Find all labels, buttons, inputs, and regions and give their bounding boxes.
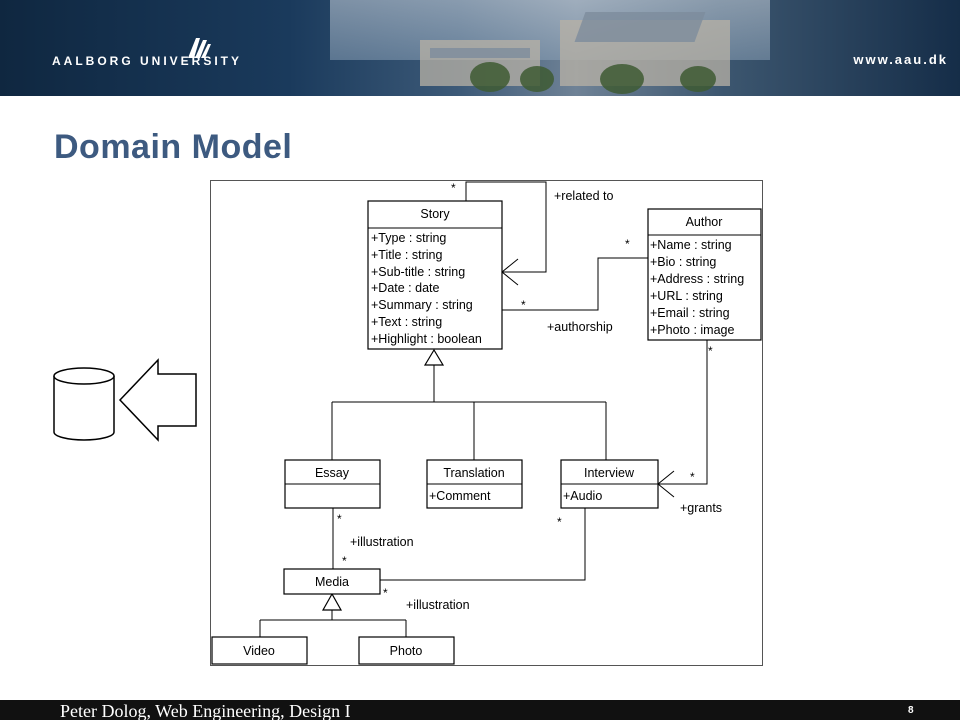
slide-title: Domain Model bbox=[54, 128, 293, 166]
building-windows bbox=[430, 48, 530, 58]
footer-text: Peter Dolog, Web Engineering, Design I bbox=[60, 701, 351, 721]
university-url: www.aau.dk bbox=[853, 52, 948, 67]
label-grants: +grants bbox=[680, 501, 722, 515]
class-interview: Interview +Audio bbox=[560, 459, 659, 509]
label-related-to: +related to bbox=[554, 189, 613, 203]
author-attribute: +Name : string bbox=[650, 238, 732, 252]
author-attribute: +Address : string bbox=[650, 272, 744, 286]
multiplicity-authorship-author: * bbox=[625, 237, 630, 251]
label-illustration-essay: +illustration bbox=[350, 535, 414, 549]
class-translation: Translation +Comment bbox=[426, 459, 523, 509]
author-attribute: +Photo : image bbox=[650, 323, 734, 337]
tree bbox=[520, 66, 554, 92]
uml-diagram-frame bbox=[210, 180, 763, 666]
multiplicity-essay: * bbox=[337, 512, 342, 526]
class-interview-name: Interview bbox=[584, 466, 635, 480]
tree bbox=[680, 66, 716, 92]
interview-attribute: +Audio bbox=[563, 489, 602, 503]
class-author-name: Author bbox=[686, 215, 723, 229]
tree bbox=[470, 62, 510, 92]
class-media: Media bbox=[283, 568, 381, 595]
multiplicity-grants-interview: * bbox=[690, 470, 695, 484]
page-number: 8 bbox=[908, 705, 914, 716]
multiplicity-related-to: * bbox=[451, 181, 456, 195]
class-media-name: Media bbox=[315, 575, 349, 589]
class-video-name: Video bbox=[243, 644, 275, 658]
class-translation-name: Translation bbox=[443, 466, 504, 480]
university-name: AALBORG UNIVERSITY bbox=[52, 54, 243, 68]
class-story-name: Story bbox=[420, 207, 450, 221]
story-attribute: +Text : string bbox=[371, 315, 442, 329]
multiplicity-interview: * bbox=[557, 515, 562, 529]
database-icon bbox=[53, 367, 115, 441]
header-banner: AALBORG UNIVERSITY www.aau.dk bbox=[0, 0, 960, 96]
translation-attribute: +Comment bbox=[429, 489, 491, 503]
multiplicity-media-interview: * bbox=[383, 586, 388, 600]
class-story: Story +Type : string +Title : string +Su… bbox=[367, 200, 503, 350]
class-video: Video bbox=[211, 636, 308, 665]
generalization-triangle-story bbox=[423, 348, 445, 366]
multiplicity-media-essay: * bbox=[342, 554, 347, 568]
story-attribute: +Date : date bbox=[371, 281, 439, 295]
multiplicity-grants-author: * bbox=[708, 344, 713, 358]
label-authorship: +authorship bbox=[547, 320, 613, 334]
university-logo-icon bbox=[188, 38, 211, 58]
author-attribute: +Email : string bbox=[650, 306, 730, 320]
author-attribute: +URL : string bbox=[650, 289, 723, 303]
story-attribute: +Type : string bbox=[371, 231, 446, 245]
story-attribute: +Highlight : boolean bbox=[371, 332, 482, 346]
story-attribute: +Title : string bbox=[371, 248, 442, 262]
database-arrow-graphic bbox=[53, 358, 197, 442]
story-attribute: +Summary : string bbox=[371, 298, 473, 312]
class-essay-name: Essay bbox=[315, 466, 350, 480]
class-author: Author +Name : string +Bio : string +Add… bbox=[647, 208, 762, 341]
story-attribute: +Sub-title : string bbox=[371, 265, 465, 279]
generalization-triangle-media bbox=[321, 592, 343, 611]
author-attribute: +Bio : string bbox=[650, 255, 716, 269]
footer-bar bbox=[0, 700, 960, 720]
tree bbox=[600, 64, 644, 94]
class-essay: Essay bbox=[284, 459, 381, 509]
arrow-left-icon bbox=[118, 358, 197, 442]
label-illustration-media: +illustration bbox=[406, 598, 470, 612]
class-photo-name: Photo bbox=[390, 644, 423, 658]
multiplicity-authorship-story: * bbox=[521, 298, 526, 312]
class-photo: Photo bbox=[358, 636, 455, 665]
